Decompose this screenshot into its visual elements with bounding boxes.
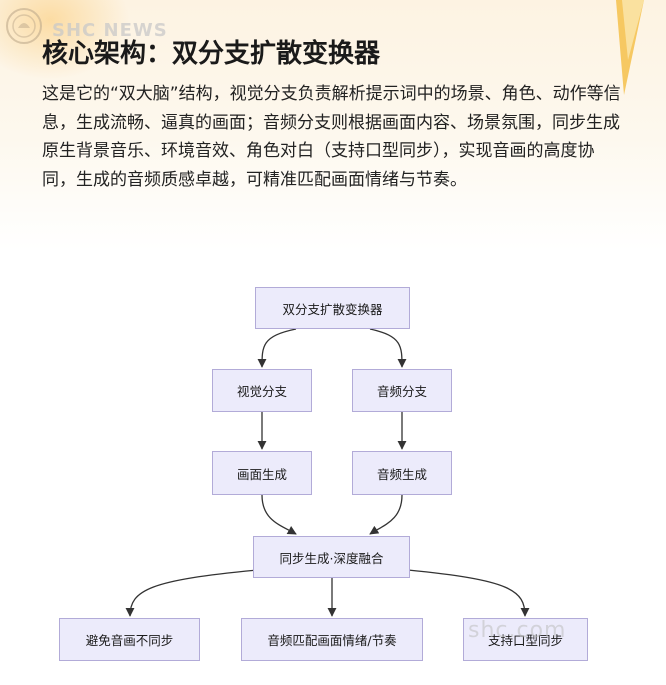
node-output-avoid-desync: 避免音画不同步 (59, 618, 200, 661)
edge-root-to-audio (369, 328, 407, 368)
edge-fusion-to-out3 (407, 569, 530, 617)
edge-image-gen-to-fusion (261, 494, 297, 535)
edge-root-to-visual (257, 328, 297, 368)
node-audio-generation: 音频生成 (352, 451, 452, 495)
node-sync-fusion: 同步生成·深度融合 (253, 536, 410, 578)
node-audio-branch: 音频分支 (352, 369, 452, 412)
node-image-generation: 画面生成 (212, 451, 312, 495)
bottom-watermark: shc.com (468, 618, 567, 643)
node-output-lip-sync: 支持口型同步 (463, 618, 588, 661)
description-paragraph: 这是它的“双大脑”结构，视觉分支负责解析提示词中的场景、角色、动作等信息，生成流… (42, 84, 621, 190)
node-visual-branch: 视觉分支 (212, 369, 312, 412)
edge-fusion-to-out1 (125, 569, 259, 617)
watermark-text: SHC NEWS (52, 20, 168, 41)
edge-audio-gen-to-fusion (369, 494, 403, 535)
node-root: 双分支扩散变换器 (255, 287, 410, 329)
page-title: 核心架构：双分支扩散变换器 (42, 39, 381, 69)
accent-spike-decoration (616, 0, 644, 95)
node-output-audio-match: 音频匹配画面情绪/节奏 (241, 618, 423, 661)
corner-glow (0, 0, 130, 80)
seal-logo-icon (6, 8, 42, 44)
